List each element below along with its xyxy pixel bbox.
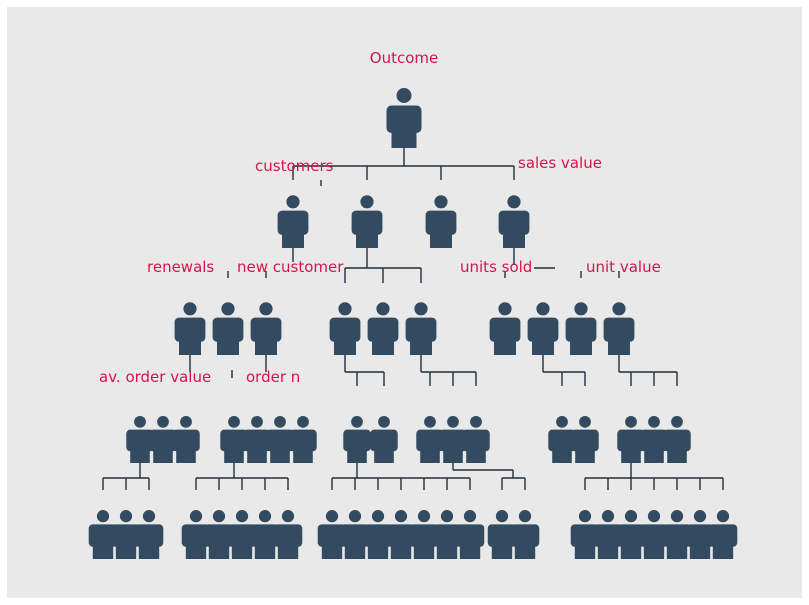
person-icon (172, 415, 200, 463)
person-figures (88, 88, 738, 559)
person-icon (289, 415, 317, 463)
diagram-panel: Outcome customers sales value renewals n… (7, 7, 802, 598)
person-icon (343, 415, 371, 463)
labels: Outcome customers sales value renewals n… (99, 49, 661, 386)
label-customers: customers (255, 157, 334, 175)
person-icon (212, 302, 244, 355)
label-sales-value: sales value (518, 154, 602, 172)
person-icon (527, 302, 559, 355)
person-icon (565, 302, 597, 355)
person-icon (370, 415, 398, 463)
label-av-order-value: av. order value (99, 368, 211, 386)
person-icon (603, 302, 635, 355)
person-icon (386, 88, 422, 148)
connector-lines (102, 148, 724, 490)
person-icon (250, 302, 282, 355)
person-icon (455, 510, 485, 559)
label-order-n: order n (246, 368, 300, 386)
person-icon (329, 302, 361, 355)
person-icon (277, 195, 309, 248)
label-outcome: Outcome (370, 49, 438, 67)
person-icon (663, 415, 691, 463)
person-icon (351, 195, 383, 248)
label-new-customer: new customer (237, 258, 344, 276)
label-unit-value: unit value (586, 258, 661, 276)
person-icon (708, 510, 738, 559)
driver-tree-diagram: Outcome customers sales value renewals n… (88, 49, 738, 559)
person-icon (367, 302, 399, 355)
person-icon (571, 415, 599, 463)
person-icon (174, 302, 206, 355)
person-icon (489, 302, 521, 355)
person-icon (498, 195, 530, 248)
person-icon (425, 195, 457, 248)
person-icon (273, 510, 303, 559)
person-icon (510, 510, 540, 559)
person-icon (462, 415, 490, 463)
person-icon (134, 510, 164, 559)
person-icon (405, 302, 437, 355)
label-renewals: renewals (147, 258, 214, 276)
label-units-sold: units sold (460, 258, 532, 276)
